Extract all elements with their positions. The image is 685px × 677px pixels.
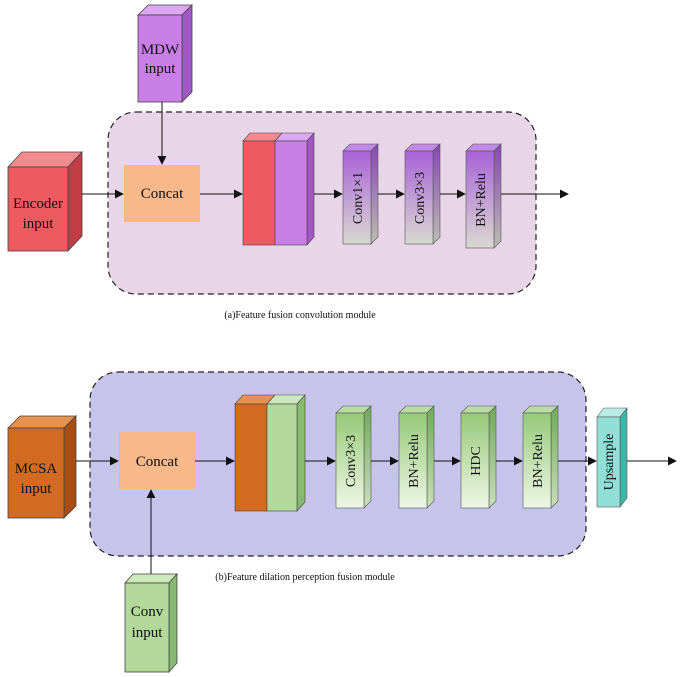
hdc-label: HDC: [469, 446, 484, 476]
conv-input-block: Conv input: [124, 572, 178, 674]
encoder-input-block: Encoder input: [7, 150, 83, 253]
concat-label-a: Concat: [141, 186, 184, 202]
concat-block-a: Concat: [124, 165, 200, 222]
module-a: MDW input Encoder input Concat: [7, 4, 569, 321]
concatenated-feature-block-a: [242, 132, 315, 246]
concat-label-b: Concat: [136, 454, 179, 470]
mcsa-input-label-2: input: [21, 481, 53, 497]
conv1x1-label-a: Conv1×1: [351, 172, 366, 224]
bn-relu-label-a: BN+Relu: [474, 173, 489, 227]
encoder-input-label-2: input: [23, 216, 55, 232]
bn-relu-label-b-2: BN+Relu: [531, 434, 546, 488]
upsample-label: Upsample: [602, 434, 617, 491]
mdw-input-label-1: MDW: [141, 42, 180, 58]
conv-input-label-2: input: [132, 625, 164, 641]
bn-relu-block-a: BN+Relu: [465, 143, 502, 249]
concatenated-feature-block-b: [234, 394, 306, 512]
mdw-input-label-2: input: [145, 61, 177, 77]
encoder-input-label-1: Encoder: [13, 196, 63, 212]
conv3x3-block-a: Conv3×3: [404, 143, 441, 245]
conv-input-label-1: Conv: [131, 604, 164, 620]
concat-block-b: Concat: [119, 432, 195, 489]
caption-module-a: (a)Feature fusion convolution module: [224, 310, 376, 321]
mcsa-input-label-1: MCSA: [15, 461, 58, 477]
module-b: MCSA input Concat Conv input: [7, 371, 677, 674]
bn-relu-label-b-1: BN+Relu: [407, 434, 422, 488]
caption-module-b: (b)Feature dilation perception fusion mo…: [215, 572, 395, 583]
mcsa-input-block: MCSA input: [7, 415, 77, 519]
bn-relu-block-b-2: BN+Relu: [522, 405, 559, 509]
hdc-block: HDC: [460, 405, 497, 509]
conv3x3-label-b: Conv3×3: [344, 435, 359, 487]
mdw-input-block: MDW input: [137, 4, 193, 103]
conv3x3-label-a: Conv3×3: [413, 172, 428, 224]
conv3x3-block-b: Conv3×3: [335, 405, 372, 509]
conv1x1-block-a: Conv1×1: [342, 143, 379, 245]
upsample-block: Upsample: [596, 407, 628, 508]
bn-relu-block-b-1: BN+Relu: [398, 405, 435, 509]
